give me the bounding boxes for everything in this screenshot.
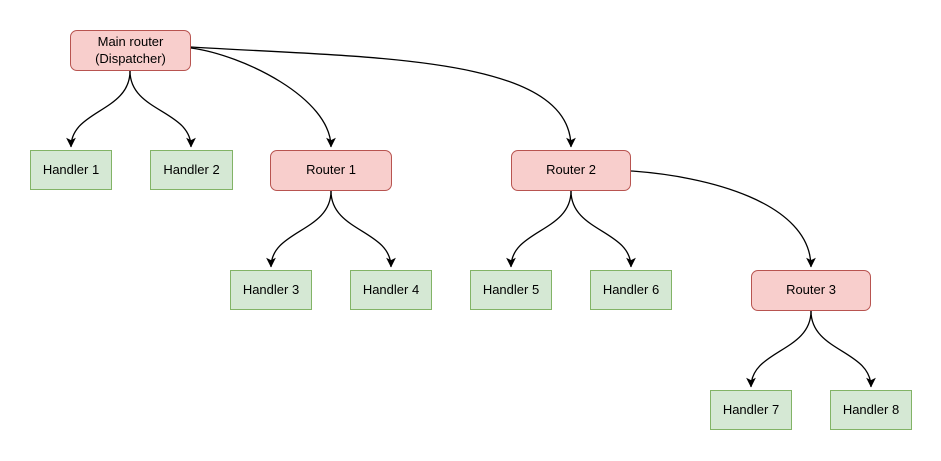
edge-main-router-to-router-1 <box>190 47 336 148</box>
node-handler-1: Handler 1 <box>30 150 112 190</box>
node-handler-7: Handler 7 <box>710 390 792 430</box>
edge-router-2-to-router-3 <box>630 170 816 268</box>
node-router-1: Router 1 <box>270 150 392 191</box>
node-handler-5: Handler 5 <box>470 270 552 310</box>
edge-router-3-to-handler-8 <box>810 310 876 388</box>
node-handler-6: Handler 6 <box>590 270 672 310</box>
node-handler-4: Handler 4 <box>350 270 432 310</box>
node-handler-8: Handler 8 <box>830 390 912 430</box>
node-handler-3: Handler 3 <box>230 270 312 310</box>
edge-router-3-to-handler-7 <box>746 310 812 388</box>
node-main-router: Main router (Dispatcher) <box>70 30 191 71</box>
edge-main-router-to-handler-2 <box>129 70 196 148</box>
edge-router-1-to-handler-4 <box>330 190 396 268</box>
edge-main-router-to-router-2 <box>190 46 576 148</box>
edge-main-router-to-handler-1 <box>66 70 131 148</box>
edge-router-2-to-handler-6 <box>570 190 636 268</box>
node-router-2: Router 2 <box>511 150 631 191</box>
node-router-3: Router 3 <box>751 270 871 311</box>
edge-router-2-to-handler-5 <box>506 190 572 268</box>
node-handler-2: Handler 2 <box>150 150 233 190</box>
edge-router-1-to-handler-3 <box>266 190 332 268</box>
